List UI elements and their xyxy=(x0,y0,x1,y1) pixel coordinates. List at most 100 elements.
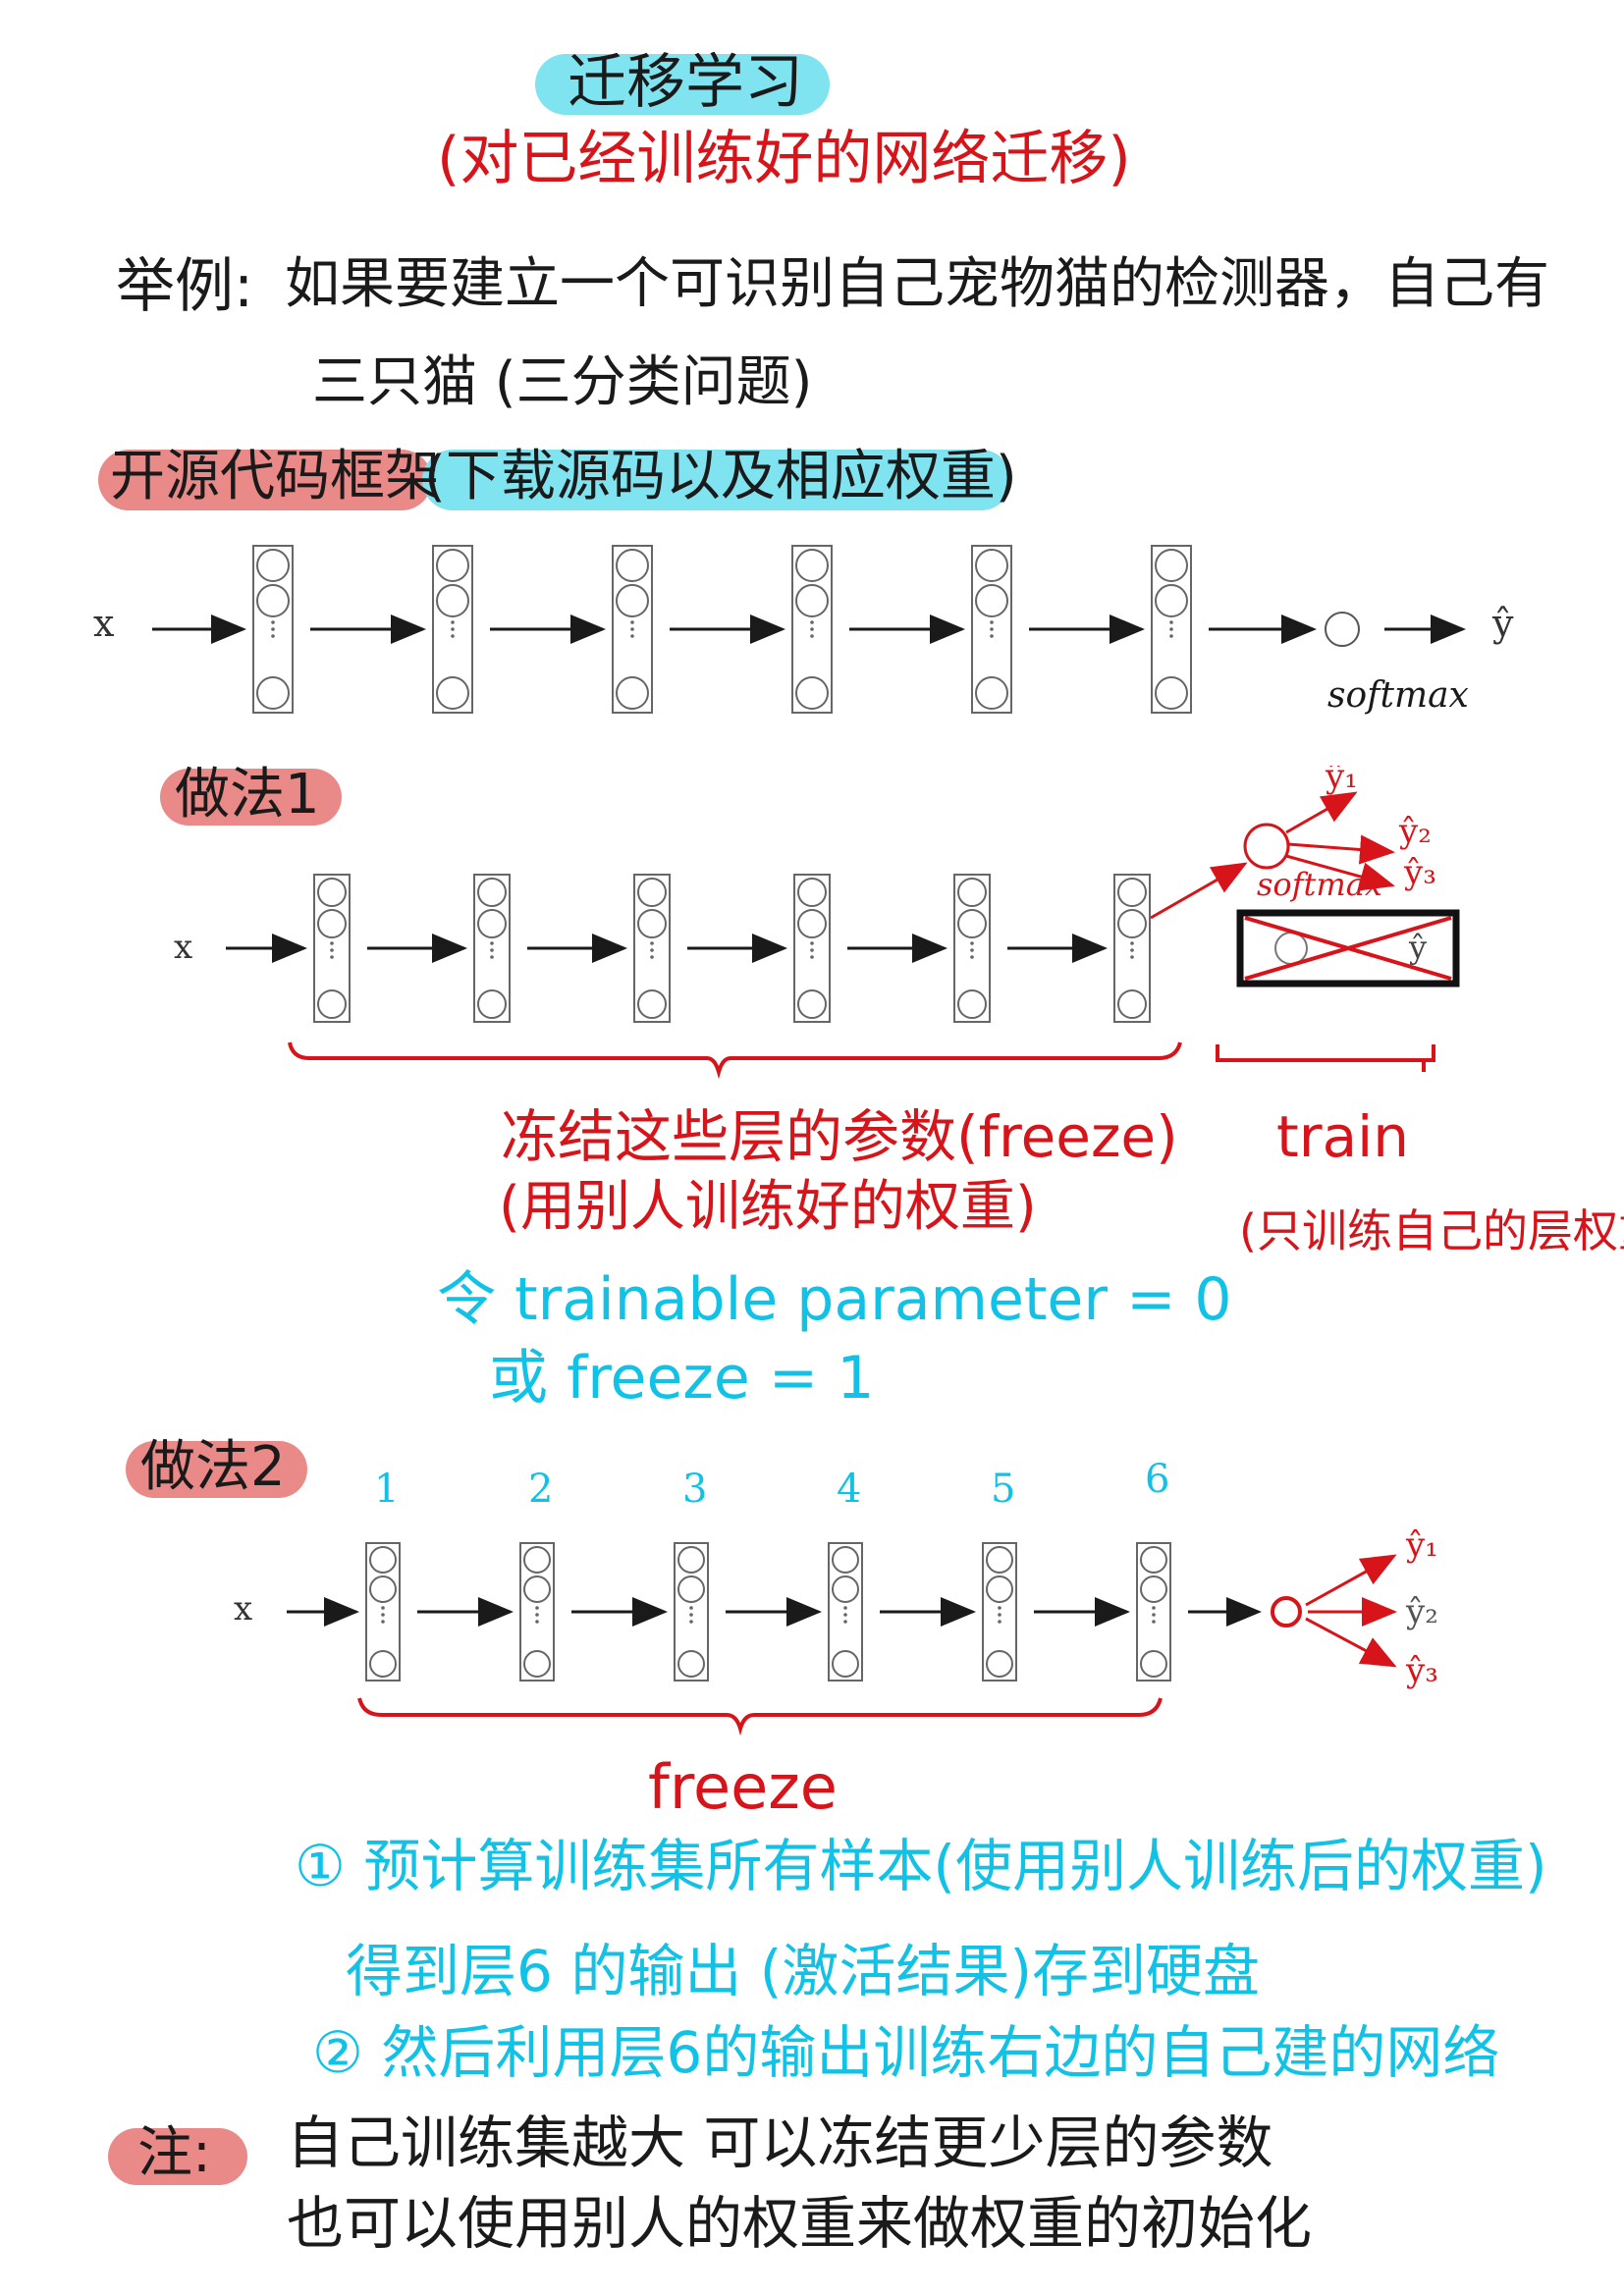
neuron-node xyxy=(1140,1650,1167,1678)
method1-highlight xyxy=(160,769,342,826)
neuron-node xyxy=(369,1650,397,1678)
note-label: 注: xyxy=(137,2121,211,2185)
method2-y3-label: ŷ₃ xyxy=(1405,1651,1438,1690)
neuron-node xyxy=(1155,584,1188,617)
method2-y2-label: ŷ₂ xyxy=(1405,1592,1438,1631)
neuron-node xyxy=(832,1575,859,1603)
neuron-node xyxy=(795,676,829,710)
original-network-diagram: x ŷ softmax xyxy=(93,545,1514,716)
network-layer xyxy=(971,545,1012,714)
neuron-node xyxy=(832,1650,859,1678)
arrow-y2 xyxy=(1287,834,1395,865)
neuron-node xyxy=(957,878,987,907)
page-title: 迁移学习 xyxy=(568,48,803,117)
neuron-node xyxy=(957,989,987,1019)
neuron-node xyxy=(317,989,347,1019)
method1-network-diagram: x ŷ softmax ŷ₁ ŷ₂ ŷ₃ xyxy=(174,766,1460,1080)
neuron-node xyxy=(677,1546,705,1574)
page-subtitle: (对已经训练好的网络迁移) xyxy=(437,125,1131,193)
network-layer xyxy=(519,1542,555,1682)
open-source-highlight xyxy=(98,450,432,510)
network-layer xyxy=(982,1542,1017,1682)
train-text: train xyxy=(1276,1103,1410,1170)
m2-arrow-y3 xyxy=(1305,1617,1397,1668)
neuron-node xyxy=(637,909,667,938)
network-layer xyxy=(252,545,294,714)
arrow-to-new-softmax xyxy=(1150,862,1248,920)
neuron-node xyxy=(677,1650,705,1678)
network-layer xyxy=(791,545,833,714)
network-layer xyxy=(793,874,831,1023)
method2-step1-line2: 得到层6 的输出 (激活结果)存到硬盘 xyxy=(346,1938,1261,2004)
network-layer xyxy=(473,874,511,1023)
neuron-node xyxy=(986,1575,1013,1603)
trainable-param-line: 令 trainable parameter = 0 xyxy=(437,1265,1232,1334)
layer-number-label: 6 xyxy=(1145,1458,1169,1502)
neuron-node xyxy=(523,1546,551,1574)
neuron-node xyxy=(523,1650,551,1678)
neuron-node xyxy=(1117,878,1147,907)
train-brace xyxy=(1216,1044,1435,1072)
neuron-node xyxy=(436,584,469,617)
layer-number-label: 5 xyxy=(991,1467,1015,1512)
arrow-y1 xyxy=(1285,791,1358,834)
network-layer xyxy=(365,1542,401,1682)
method2-input-label: x xyxy=(234,1589,252,1629)
open-source-label: 开源代码框架 xyxy=(110,445,440,508)
neuron-node xyxy=(1117,909,1147,938)
neuron-node xyxy=(797,989,827,1019)
layer-number-label: 4 xyxy=(837,1467,861,1512)
neuron-node xyxy=(957,909,987,938)
example-line-2: 三只猫 (三分类问题) xyxy=(312,350,813,414)
network-layer xyxy=(313,874,351,1023)
neuron-node xyxy=(1140,1546,1167,1574)
neuron-node xyxy=(1155,549,1188,582)
neuron-node xyxy=(256,676,290,710)
freeze-text: 冻结这些层的参数(freeze) xyxy=(501,1103,1178,1170)
network-layer xyxy=(612,545,653,714)
neuron-node xyxy=(369,1546,397,1574)
network-layer xyxy=(633,874,671,1023)
network-output-label: ŷ xyxy=(1491,602,1514,645)
neuron-node xyxy=(795,549,829,582)
method1-input-label: x xyxy=(174,928,192,967)
method1-y1-label: ŷ₁ xyxy=(1325,766,1358,796)
neuron-node xyxy=(637,989,667,1019)
method2-y1-label: ŷ₁ xyxy=(1405,1525,1438,1565)
method2-step2: ② 然后利用层6的输出训练右边的自己建的网络 xyxy=(312,2019,1500,2086)
network-input-label: x xyxy=(93,602,114,645)
network-layer xyxy=(1113,874,1151,1023)
arrow-y3 xyxy=(1285,854,1395,891)
method1-y2-label: ŷ₂ xyxy=(1398,812,1432,851)
freeze-sub: (用别人训练好的权重) xyxy=(499,1175,1037,1239)
neuron-node xyxy=(986,1650,1013,1678)
note-line-2: 也可以使用别人的权重来做权重的初始化 xyxy=(287,2190,1313,2257)
neuron-node xyxy=(436,549,469,582)
neuron-node xyxy=(1155,676,1188,710)
neuron-node xyxy=(523,1575,551,1603)
neuron-node xyxy=(256,584,290,617)
method2-output-node xyxy=(1271,1596,1302,1628)
network-layer xyxy=(432,545,473,714)
method2-freeze-brace xyxy=(357,1697,1163,1736)
title-highlight xyxy=(535,54,830,115)
softmax-node xyxy=(1325,612,1360,647)
note-highlight xyxy=(108,2128,247,2185)
neuron-node xyxy=(975,584,1008,617)
neuron-node xyxy=(477,878,507,907)
neuron-node xyxy=(436,676,469,710)
freeze-brace xyxy=(288,1041,1182,1080)
neuron-node xyxy=(795,584,829,617)
cross-line-2 xyxy=(1244,916,1452,981)
neuron-node xyxy=(616,549,649,582)
neuron-node xyxy=(975,676,1008,710)
train-sub: (只训练自己的层权重) xyxy=(1239,1204,1624,1257)
crossed-output-box xyxy=(1236,909,1460,988)
open-source-note: (下载源码以及相应权重) xyxy=(424,445,1017,508)
neuron-node xyxy=(317,878,347,907)
neuron-node xyxy=(256,549,290,582)
freeze-param-line: 或 freeze = 1 xyxy=(489,1344,875,1413)
neuron-node xyxy=(369,1575,397,1603)
method1-label: 做法1 xyxy=(175,763,320,827)
